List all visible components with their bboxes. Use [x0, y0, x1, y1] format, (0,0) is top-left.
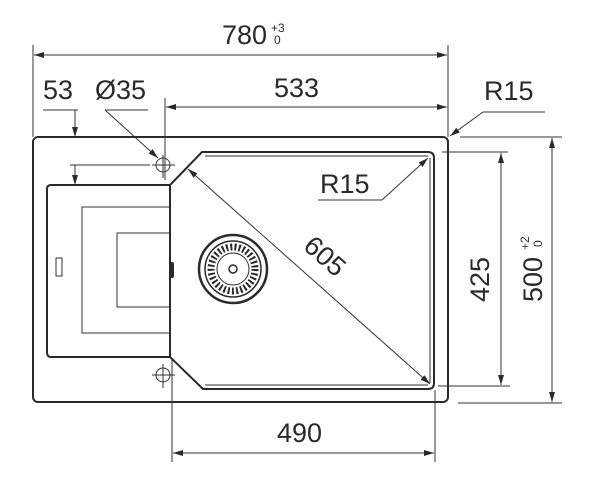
overall-depth-tol-lower: 0 [531, 240, 545, 247]
overall-width-tol-upper: +3 [271, 21, 285, 35]
bowl-radius-label: R15 [320, 169, 370, 199]
sink-outline [32, 136, 449, 403]
drainer [46, 184, 174, 358]
hole-to-edge-dimension: 533 [164, 73, 447, 180]
bowl-width-dimension: 490 [171, 360, 436, 462]
bowl-depth-dimension: 425 [438, 151, 510, 387]
drain-strainer [197, 233, 269, 305]
tap-hole-dimension: Ø35 [95, 75, 159, 159]
bowl-depth-label: 425 [465, 257, 495, 302]
overall-depth-tol-upper: +2 [518, 236, 532, 250]
bowl [169, 151, 435, 390]
edge-offset-dimension: 53 [43, 75, 150, 185]
overall-depth-label: 500 [518, 257, 548, 302]
bowl-radius-dimension: R15 [318, 157, 429, 201]
bowl-diagonal-dimension: 605 [187, 168, 431, 385]
overall-width-dimension: 780 +3 0 [32, 20, 449, 137]
edge-offset-label: 53 [43, 75, 73, 105]
bowl-width-label: 490 [277, 418, 322, 448]
outer-radius-label: R15 [484, 76, 534, 106]
outer-radius-dimension: R15 [449, 76, 545, 137]
tap-hole-diameter-label: Ø35 [95, 75, 146, 105]
overall-width-label: 780 [222, 20, 267, 50]
hole-to-edge-label: 533 [274, 73, 319, 103]
tap-hole-top [152, 155, 175, 178]
overall-width-tol-lower: 0 [274, 33, 281, 47]
tap-hole-bottom [152, 364, 175, 388]
overall-depth-dimension: 500 +2 0 [458, 136, 562, 404]
overflow-slot [55, 257, 63, 277]
